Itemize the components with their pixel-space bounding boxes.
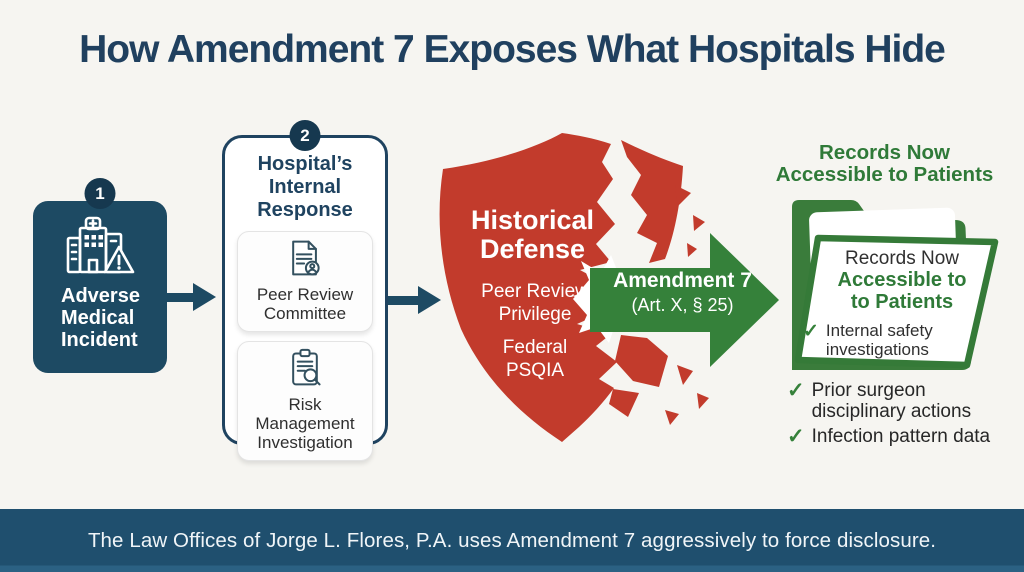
flow-arrow-icon: [385, 286, 445, 314]
check-icon: ✓: [787, 425, 805, 448]
arrow-shaft: [162, 293, 194, 302]
hospital-alert-icon: [66, 216, 135, 274]
arrow-shaft: [385, 296, 419, 305]
step1-box-adverse-incident: 1 Adv: [33, 178, 167, 373]
page-title: How Amendment 7 Exposes What Hospitals H…: [79, 28, 946, 71]
amendment-arrow-title: Amendment 7: [613, 269, 752, 292]
arrow-head: [193, 283, 216, 311]
shield-shard: [693, 215, 705, 231]
document-person-icon: [292, 240, 320, 276]
checklist-item-label: Prior surgeon disciplinary actions: [811, 380, 972, 422]
subcard-risk-management-label: Risk Management Investigation: [255, 395, 355, 452]
step2-box-hospital-response: 2 Hospital’s Internal Response Peer Revi…: [222, 120, 388, 461]
shield-shard: [697, 393, 709, 409]
check-icon: ✓: [787, 379, 805, 402]
shield-fragment: [609, 389, 639, 417]
shield-title: Historical Defense: [470, 205, 595, 264]
shield-item-peer-review-privilege: Peer Review Privilege: [481, 281, 589, 325]
amendment-arrow-subtitle: (Art. X, § 25): [631, 295, 734, 315]
broken-shield-graphic: [439, 133, 779, 442]
shield-shard: [687, 243, 697, 257]
step2-number-badge: 2: [289, 120, 321, 151]
folder-icon: [792, 200, 999, 370]
subcard-risk-management: Risk Management Investigation: [237, 341, 373, 461]
shield-fragment: [621, 140, 683, 263]
footer-bar: The Law Offices of Jorge L. Flores, P.A.…: [0, 509, 1024, 572]
shield-body: [439, 133, 617, 442]
amendment-arrow-shape: [590, 233, 779, 367]
arrow-head: [418, 286, 441, 314]
records-card-outline: [794, 234, 999, 369]
checklist-item: ✓ Prior surgeon disciplinary actions: [787, 380, 1007, 422]
shield-fragment: [615, 335, 668, 387]
footer-text: The Law Offices of Jorge L. Flores, P.A.…: [87, 528, 937, 552]
records-card-check-label: Internal safety investigations: [825, 321, 933, 359]
records-card-line2: Accessible to: [837, 269, 967, 291]
checklist-item-label: Infection pattern data: [811, 426, 991, 447]
shield-shard: [665, 410, 679, 425]
step2-title: Hospital’s Internal Response: [257, 153, 353, 221]
subcard-peer-review: Peer Review Committee: [237, 231, 373, 332]
clipboard-search-icon: [292, 348, 321, 386]
shield-shard: [675, 185, 691, 207]
checklist-item: ✓ Infection pattern data: [787, 426, 1017, 447]
records-card-line3: to Patients: [850, 291, 954, 313]
flow-arrow-icon: [162, 283, 222, 311]
shield-shard: [677, 365, 693, 385]
records-card-line1: Records Now: [844, 248, 960, 269]
step1-number-badge: 1: [84, 178, 116, 209]
subcard-peer-review-label: Peer Review Committee: [256, 285, 354, 323]
step1-label: Adverse Medical Incident: [61, 285, 140, 351]
check-icon: ✓: [803, 321, 819, 342]
shield-item-federal-psqia: Federal PSQIA: [502, 337, 568, 381]
records-header: Records Now Accessible to Patients: [775, 141, 994, 186]
records-card-check-item: ✓ Internal safety investigations: [803, 321, 978, 359]
